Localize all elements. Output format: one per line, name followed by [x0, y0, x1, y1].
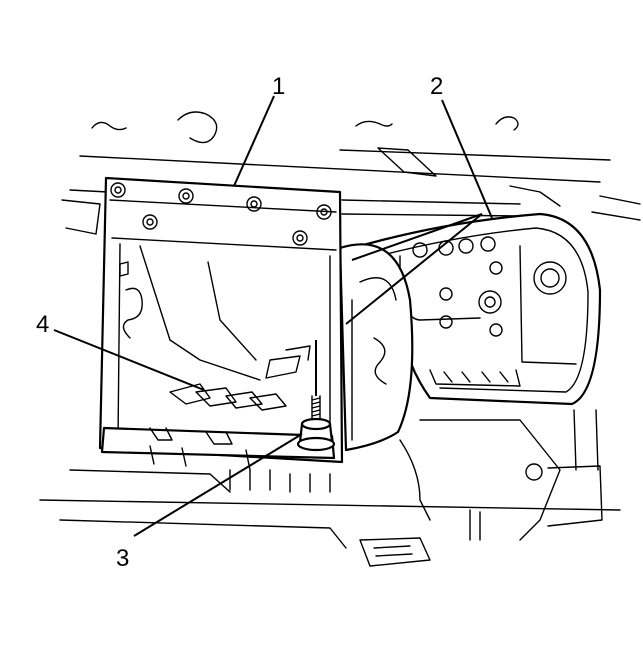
leader-2c	[345, 213, 483, 325]
leader-2a	[441, 99, 493, 219]
callout-3: 3	[116, 545, 129, 572]
lower-structure	[39, 409, 621, 567]
module-side-bracket	[338, 243, 414, 452]
dash-structure	[61, 111, 641, 235]
leader-1	[233, 95, 275, 187]
callout-1: 1	[272, 73, 285, 100]
callout-2: 2	[430, 73, 443, 100]
leader-2b	[351, 213, 483, 261]
callout-4: 4	[36, 311, 49, 338]
bolt	[296, 395, 336, 452]
leader-3	[133, 433, 303, 537]
leader-4	[53, 329, 205, 391]
leader-lines	[53, 95, 493, 537]
storage-module-housing	[98, 176, 344, 471]
